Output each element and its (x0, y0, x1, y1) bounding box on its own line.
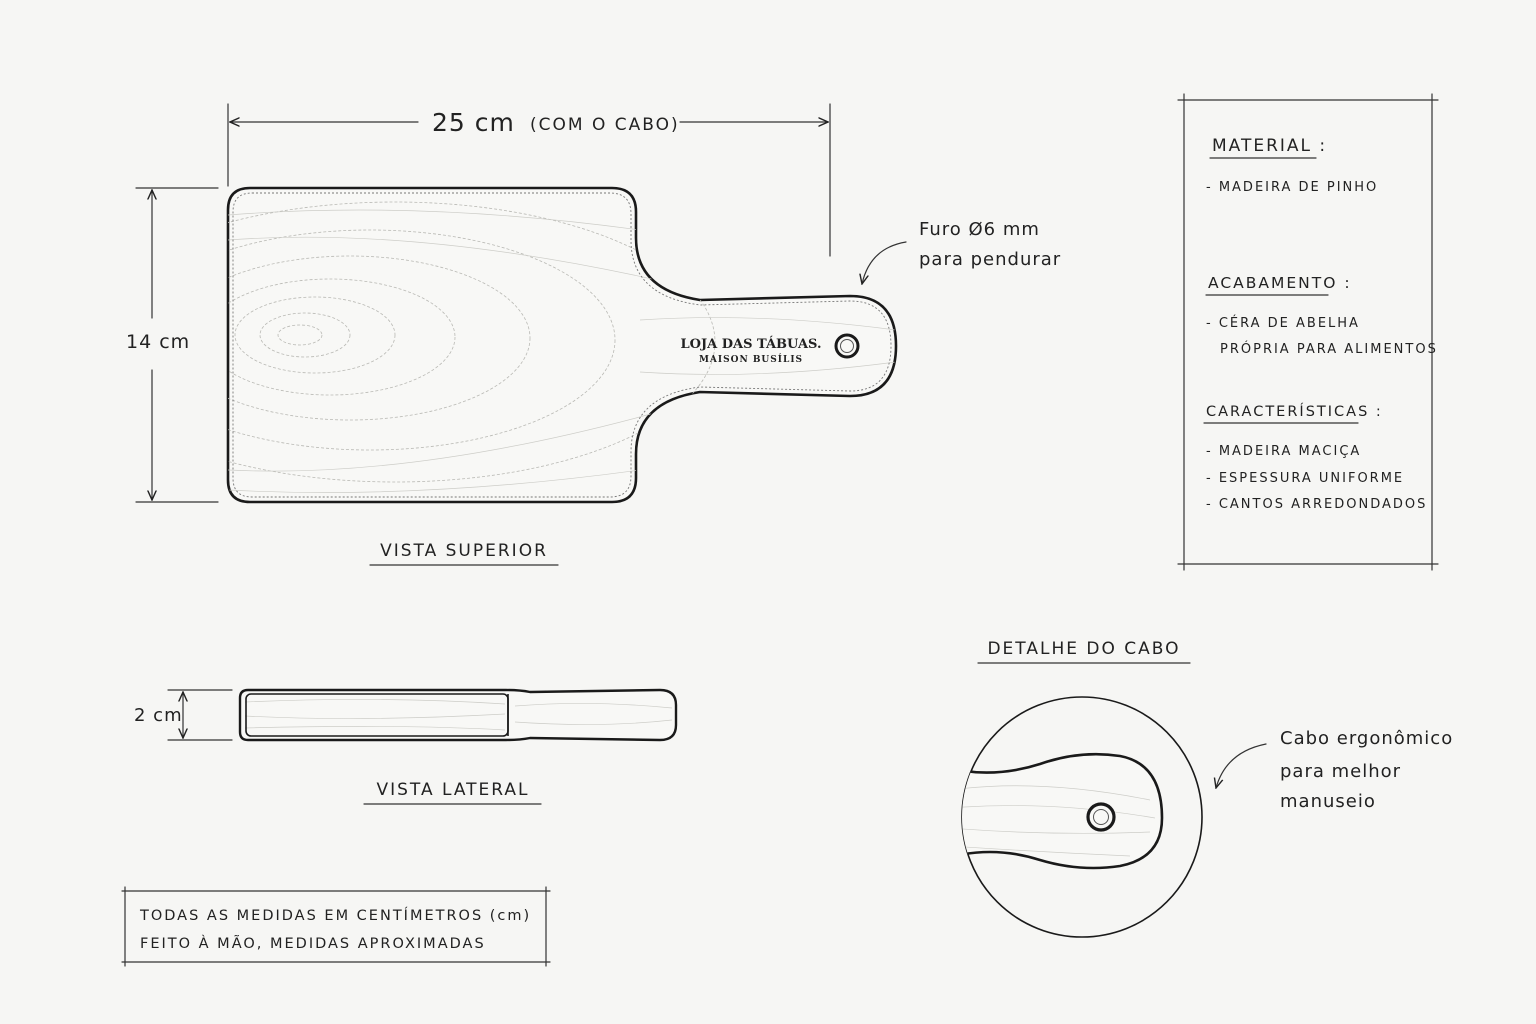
thickness-value: 2 cm (134, 705, 183, 726)
material-item-1: - MADEIRA DE PINHO (1206, 180, 1378, 195)
detail-note-line2: para melhor (1280, 761, 1401, 782)
width-note: (COM O CABO) (530, 115, 680, 135)
spec-panel: MATERIAL : - MADEIRA DE PINHO ACABAMENTO… (1177, 93, 1439, 571)
finish-item-1: - CÉRA DE ABELHA (1206, 315, 1360, 331)
hole-note-line1: Furo Ø6 mm (919, 219, 1040, 240)
detail-hole (1086, 802, 1116, 832)
thickness-dimension: 2 cm (132, 689, 233, 741)
hole-note-line2: para pendurar (919, 249, 1061, 270)
features-item-1: - MADEIRA MACIÇA (1206, 444, 1361, 459)
height-dimension: 14 cm (126, 187, 219, 503)
brand-sub: MAISON BUSÍLIS (699, 353, 803, 365)
features-item-2: - ESPESSURA UNIFORME (1206, 471, 1404, 486)
wood-grain (228, 201, 896, 493)
features-item-3: - CANTOS ARREDONDADOS (1206, 497, 1427, 512)
detail-note-line1: Cabo ergonômico (1280, 728, 1453, 749)
side-view: 2 cm VISTA LATERAL (132, 688, 678, 805)
top-view: 25 cm (COM O CABO) 14 cm (126, 103, 1061, 566)
material-heading: MATERIAL : (1212, 136, 1327, 156)
hole-annotation: Furo Ø6 mm para pendurar (862, 219, 1061, 284)
detail-note-line3: manuseio (1280, 791, 1376, 812)
detail-title: DETALHE DO CABO (987, 639, 1180, 659)
cutting-board-top: LOJA DAS TÁBUAS. MAISON BUSÍLIS (226, 186, 898, 504)
notes-box: TODAS AS MEDIDAS EM CENTÍMETROS (cm) FEI… (121, 886, 551, 967)
side-view-title: VISTA LATERAL (376, 780, 529, 800)
notes-line2: FEITO À MÃO, MEDIDAS APROXIMADAS (140, 935, 486, 952)
brand-name: LOJA DAS TÁBUAS. (680, 336, 821, 352)
hanging-hole (834, 333, 860, 359)
width-dimension: 25 cm (COM O CABO) (227, 103, 831, 257)
detail-handle (962, 752, 1164, 870)
features-heading: CARACTERÍSTICAS : (1206, 403, 1383, 420)
finish-heading: ACABAMENTO : (1208, 274, 1352, 292)
notes-line1: TODAS AS MEDIDAS EM CENTÍMETROS (cm) (139, 907, 531, 924)
height-value: 14 cm (126, 331, 190, 353)
width-value: 25 cm (432, 108, 515, 137)
cutting-board-side (238, 688, 678, 742)
top-view-title: VISTA SUPERIOR (380, 541, 548, 561)
handle-detail: DETALHE DO CABO Cabo ergonômico para mel… (961, 639, 1453, 938)
finish-item-2: PRÓPRIA PARA ALIMENTOS (1220, 341, 1438, 357)
